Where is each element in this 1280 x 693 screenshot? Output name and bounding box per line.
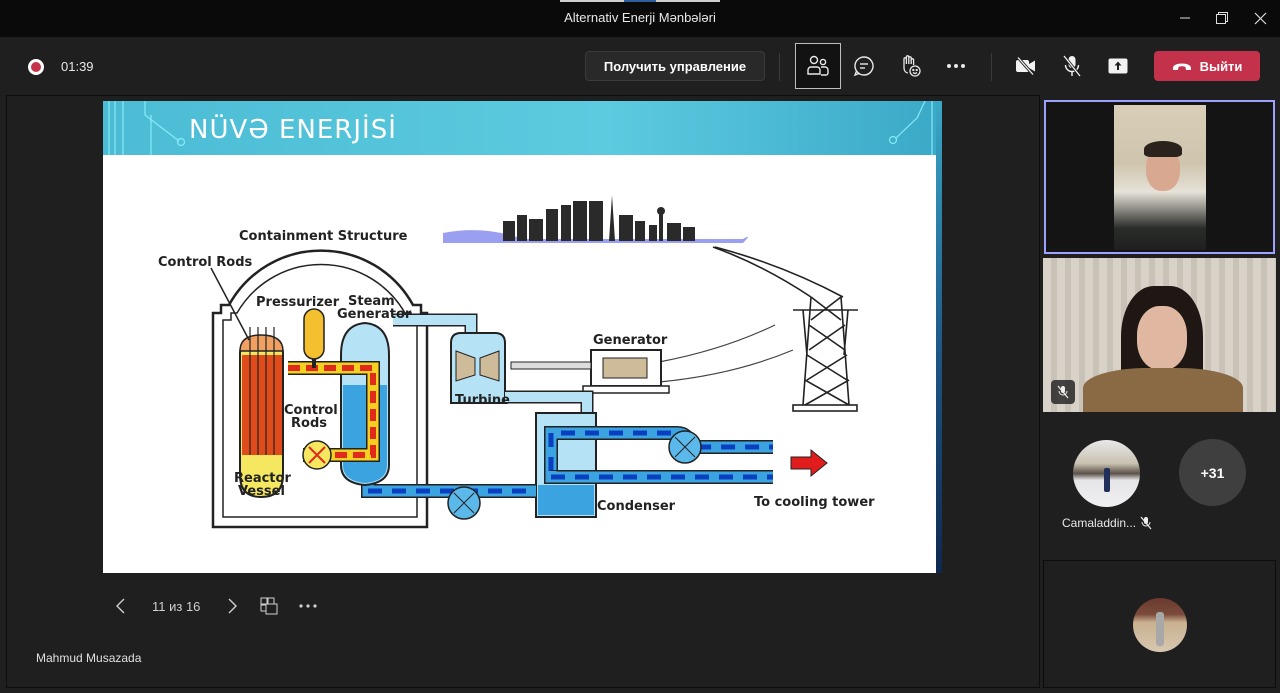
titlebar-accent-mid	[624, 0, 656, 2]
meeting-toolbar: 01:39 Получить управление	[0, 37, 1280, 95]
label-steam-generator: Generator	[337, 307, 412, 322]
restore-icon	[1216, 12, 1228, 24]
label-steam: Steam	[348, 294, 395, 309]
city-skyline	[443, 195, 748, 243]
more-participants-button[interactable]: +31	[1179, 439, 1246, 506]
label-rods-inner: Rods	[291, 416, 327, 431]
mic-off-icon	[1062, 55, 1082, 77]
chevron-left-icon	[116, 598, 125, 614]
circuit-decoration-left	[108, 101, 933, 155]
leave-button[interactable]: Выйти	[1154, 51, 1260, 81]
camera-toggle-button[interactable]	[1003, 43, 1049, 89]
nuclear-plant-diagram: Containment Structure Control Rods Press…	[158, 195, 875, 529]
more-actions-button[interactable]	[933, 43, 979, 89]
muted-badge	[1051, 380, 1075, 404]
label-control-inner: Control	[284, 403, 338, 418]
slide-title: NÜVƏ ENERJİSİ	[189, 115, 397, 145]
control-rods-pointer	[210, 267, 250, 341]
more-icon	[299, 604, 317, 608]
mic-toggle-button[interactable]	[1049, 43, 1095, 89]
window-titlebar: Alternativ Enerji Mənbələri	[0, 0, 1280, 37]
maximize-button[interactable]	[1209, 6, 1235, 30]
mic-off-icon	[1057, 385, 1069, 399]
participants-button[interactable]	[795, 43, 841, 89]
label-control-rods-top: Control Rods	[158, 255, 253, 270]
reactor-vessel	[239, 327, 284, 499]
slide-header: NÜVƏ ENERJİSİ	[103, 101, 942, 155]
slide-grid-button[interactable]	[260, 592, 278, 620]
mic-off-icon	[1140, 516, 1152, 530]
close-icon	[1254, 12, 1266, 24]
label-condenser: Condenser	[597, 499, 676, 514]
avatar-figure	[1104, 468, 1110, 492]
toolbar-divider	[779, 53, 780, 81]
label-turbine: Turbine	[455, 393, 510, 408]
leave-label: Выйти	[1199, 58, 1243, 74]
generator	[582, 349, 670, 394]
participant-video	[1043, 258, 1276, 412]
take-control-button[interactable]: Получить управление	[585, 51, 765, 81]
slide-more-button[interactable]	[298, 592, 318, 620]
close-button[interactable]	[1247, 6, 1273, 30]
label-pressurizer: Pressurizer	[256, 295, 340, 310]
participant-name: Camaladdin...	[1062, 516, 1137, 530]
presentation-slide: NÜVƏ ENERJİSİ	[103, 101, 942, 573]
share-icon	[1108, 58, 1128, 74]
slides-overview-icon	[260, 597, 278, 615]
pressurizer	[303, 308, 325, 368]
toolbar-divider	[991, 53, 992, 81]
minimize-button[interactable]	[1172, 6, 1198, 30]
slide-side-band	[936, 101, 942, 573]
containment-structure	[211, 249, 429, 529]
avatar-figure	[1156, 612, 1164, 646]
label-cooling-tower: To cooling tower	[754, 495, 875, 510]
share-screen-button[interactable]	[1095, 43, 1141, 89]
minimize-icon	[1180, 17, 1190, 19]
cooling-arrow	[790, 448, 828, 478]
raise-hand-button[interactable]	[887, 43, 933, 89]
turbine	[450, 332, 506, 404]
presenter-name: Mahmud Musazada	[36, 651, 142, 665]
camera-off-icon	[1016, 57, 1035, 75]
meeting-timer: 01:39	[61, 59, 94, 74]
more-icon	[947, 64, 965, 68]
participant-avatar-tile[interactable]	[1043, 560, 1276, 688]
participant-video-tile-active[interactable]	[1044, 100, 1275, 254]
raise-hand-icon	[903, 55, 921, 77]
label-vessel: Vessel	[238, 484, 285, 499]
label-generator: Generator	[593, 333, 668, 348]
chat-button[interactable]	[841, 43, 887, 89]
participant-face	[1137, 306, 1187, 370]
participant-body	[1083, 368, 1243, 412]
slide-counter: 11 из 16	[152, 598, 201, 614]
participant-video	[1114, 105, 1206, 250]
window-title: Alternativ Enerji Mənbələri	[564, 10, 716, 25]
transmission-tower	[712, 246, 858, 412]
participant-avatar[interactable]	[1073, 440, 1140, 507]
previous-slide-button[interactable]	[114, 592, 128, 620]
participants-icon	[807, 55, 829, 76]
label-containment: Containment Structure	[239, 229, 408, 244]
participant-video-tile[interactable]	[1043, 258, 1276, 412]
hang-up-icon	[1172, 63, 1191, 70]
chevron-right-icon	[228, 598, 237, 614]
record-icon	[28, 59, 44, 75]
chat-icon	[853, 56, 874, 77]
next-slide-button[interactable]	[225, 592, 239, 620]
participant-hair	[1144, 141, 1182, 157]
participant-avatar	[1133, 598, 1187, 652]
label-reactor: Reactor	[234, 471, 291, 486]
